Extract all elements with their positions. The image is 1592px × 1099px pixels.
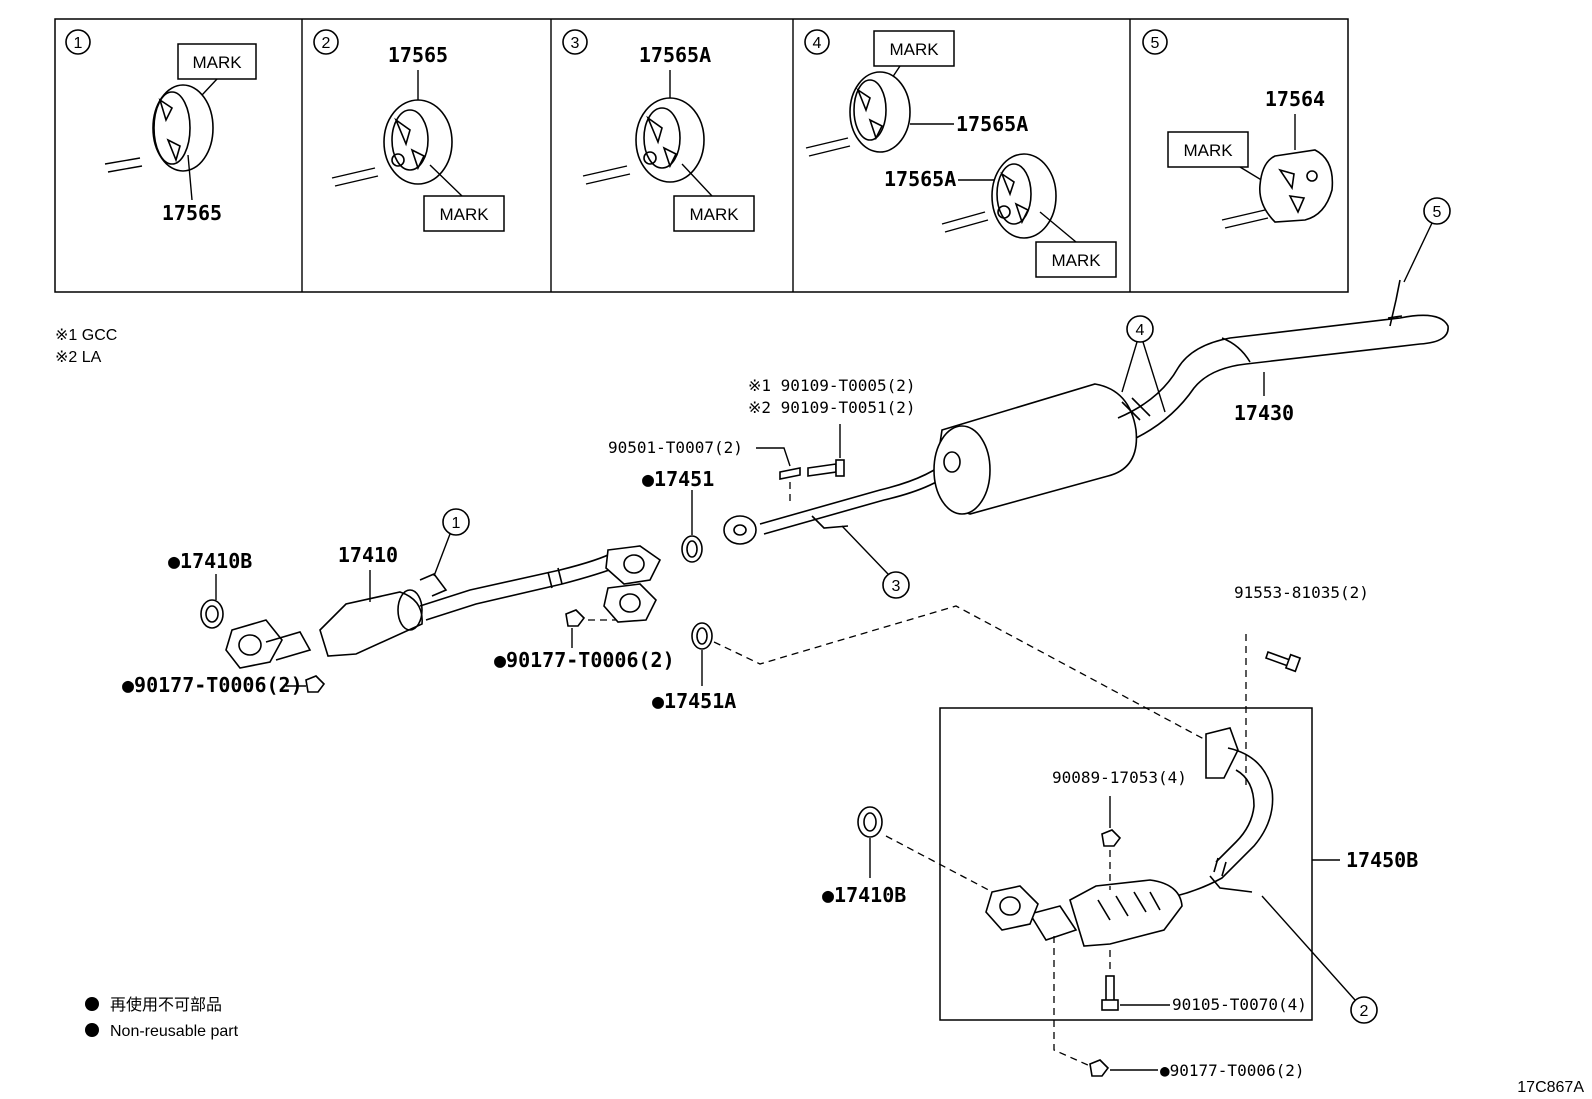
bolt-90105[interactable] — [1101, 950, 1170, 1011]
part-90089[interactable]: 90089-17053(4) — [1052, 768, 1187, 787]
callout-4[interactable]: 4 — [1121, 315, 1166, 413]
inset-panel-5[interactable]: 5 17564 MARK — [1142, 29, 1334, 229]
bolt-91553[interactable] — [1264, 650, 1302, 673]
legend-en: Non-reusable part — [110, 1023, 239, 1040]
front-flange — [225, 619, 283, 669]
part-17565A[interactable]: 17565A — [884, 167, 956, 191]
svg-text:5: 5 — [1433, 204, 1442, 221]
inset-panels: 1 MARK 17565 2 17565 — [54, 18, 1349, 293]
callout-3[interactable]: 3 — [841, 525, 910, 599]
gasket-17410B-bottom[interactable] — [857, 806, 883, 878]
part-17565A[interactable]: 17565A — [956, 112, 1028, 136]
mark-label: MARK — [1183, 141, 1233, 160]
part-17430[interactable]: 17430 — [1234, 401, 1294, 425]
bolt-90109[interactable] — [807, 424, 845, 477]
part-17565[interactable]: 17565 — [162, 201, 222, 225]
inset-frame — [54, 18, 1349, 293]
mark-box — [1167, 131, 1249, 168]
inset-panel-2[interactable]: 2 17565 MARK — [313, 29, 505, 232]
part-17410B-bottom[interactable]: ●17410B — [822, 883, 906, 907]
gasket-17410B-top[interactable] — [200, 574, 224, 629]
svg-text:3: 3 — [892, 578, 901, 595]
mark-box — [423, 195, 505, 232]
callout-2[interactable]: 2 — [1261, 895, 1378, 1024]
note-gcc: ※1 GCC — [55, 327, 117, 344]
gasket-17451A[interactable] — [691, 622, 713, 686]
part-17451A[interactable]: ●17451A — [652, 689, 736, 713]
inset-panel-4[interactable]: 4 MARK 17565A 17565A MARK — [804, 29, 1117, 278]
panel-number: 1 — [74, 35, 83, 52]
nut-90089[interactable] — [1101, 796, 1122, 890]
tail-pipe-17430[interactable] — [723, 279, 1449, 545]
nut-90177-bottom[interactable] — [1089, 1059, 1158, 1077]
part-17450B[interactable]: 17450B — [1346, 848, 1418, 872]
svg-text:1: 1 — [452, 515, 461, 532]
catalytic-converter — [319, 589, 423, 657]
mark-label: MARK — [1051, 251, 1101, 270]
mark-label: MARK — [192, 53, 242, 72]
exhaust-hanger-17565A-lower — [991, 153, 1057, 239]
part-17410B-top[interactable]: ●17410B — [168, 549, 252, 573]
nut-90177-left[interactable] — [286, 675, 326, 693]
svg-text:4: 4 — [1136, 322, 1145, 339]
part-90177-mid[interactable]: ●90177-T0006(2) — [494, 648, 675, 672]
legend: 再使用不可部品 Non-reusable part — [85, 996, 239, 1040]
panel-number: 2 — [322, 35, 331, 52]
legend-jp: 再使用不可部品 — [110, 996, 222, 1014]
illustration-code: 17C867A — [1517, 1079, 1584, 1096]
gasket-17451[interactable] — [681, 490, 703, 563]
part-90177-left[interactable]: ●90177-T0006(2) — [122, 673, 303, 697]
nut-90177-mid[interactable] — [565, 609, 616, 648]
panel-number: 3 — [571, 35, 580, 52]
mark-box — [673, 195, 755, 232]
mark-label: MARK — [689, 205, 739, 224]
part-17564[interactable]: 17564 — [1265, 87, 1325, 111]
inset-panel-3[interactable]: 3 17565A MARK — [562, 29, 755, 232]
catalytic-converter-2 — [1069, 879, 1183, 947]
exhaust-hanger-17565 — [383, 99, 453, 185]
exhaust-hanger-17564 — [1258, 149, 1334, 223]
muffler-flange — [723, 515, 757, 545]
part-91553[interactable]: 91553-81035(2) — [1234, 583, 1369, 602]
exhaust-hanger-17565A — [635, 97, 705, 183]
bullet-icon — [85, 997, 99, 1011]
exhaust-hanger-17565A-upper — [849, 71, 911, 153]
front-pipe-assembly-17450B — [985, 727, 1274, 947]
mark-label: MARK — [439, 205, 489, 224]
stud-90501[interactable] — [756, 447, 801, 480]
part-17410[interactable]: 17410 — [338, 543, 398, 567]
rear-flange — [605, 545, 662, 585]
svg-text:2: 2 — [1360, 1003, 1369, 1020]
part-17565[interactable]: 17565 — [388, 43, 448, 67]
mark-label: MARK — [889, 40, 939, 59]
callout-5[interactable]: 5 — [1403, 197, 1451, 283]
callout-1[interactable]: 1 — [433, 508, 470, 577]
note-la: ※2 LA — [55, 349, 102, 366]
mark-box — [873, 30, 955, 67]
part-90109-gcc[interactable]: ※1 90109-T0005(2) — [748, 376, 916, 395]
panel-number: 5 — [1151, 35, 1160, 52]
exhaust-hanger-17565 — [152, 84, 214, 172]
muffler-body — [933, 383, 1138, 515]
part-17451[interactable]: ●17451 — [642, 467, 714, 491]
inset-panel-1[interactable]: 1 MARK 17565 — [65, 29, 257, 225]
mark-box — [1035, 241, 1117, 278]
part-90177-bottom[interactable]: ●90177-T0006(2) — [1160, 1061, 1305, 1080]
part-90109-la[interactable]: ※2 90109-T0051(2) — [748, 398, 916, 417]
front-pipe-17410[interactable] — [225, 545, 662, 669]
part-90105[interactable]: 90105-T0070(4) — [1172, 995, 1307, 1014]
bullet-icon — [85, 1023, 99, 1037]
assembly-17450B-box[interactable] — [939, 707, 1313, 1021]
part-90501[interactable]: 90501-T0007(2) — [608, 438, 743, 457]
panel-number: 4 — [813, 35, 822, 52]
part-17565A[interactable]: 17565A — [639, 43, 711, 67]
